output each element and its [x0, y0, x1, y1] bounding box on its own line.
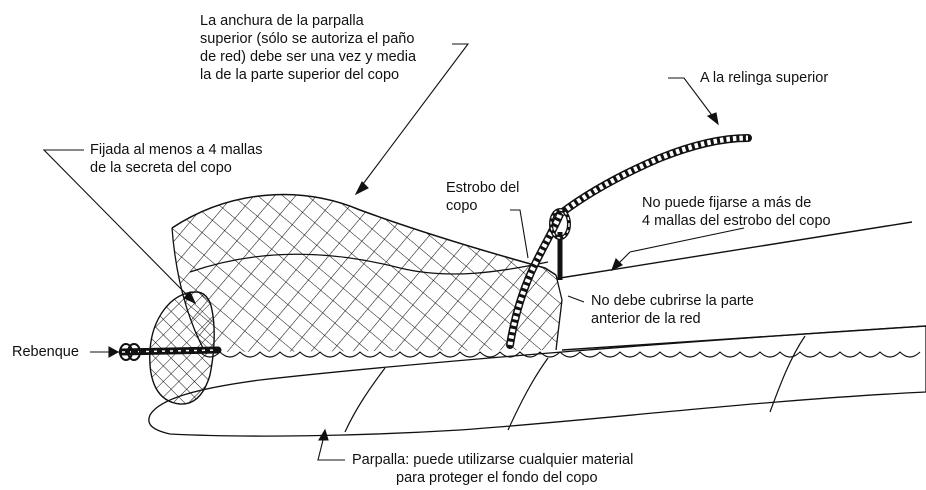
label-line: A la relinga superior — [700, 70, 829, 86]
label-line: Estrobo del — [446, 180, 520, 196]
label-line: de red) debe ser una vez y media — [200, 49, 417, 65]
label-width-note: La anchura de la parpalla superior (sólo… — [200, 12, 416, 84]
label-secured: Fijada al menos a 4 mallas de la secreta… — [90, 141, 262, 177]
label-line: Parpalla: puede utilizarse cualquier mat… — [352, 452, 634, 468]
label-upper-rope: A la relinga superior — [700, 69, 828, 87]
label-line: La anchura de la parpalla — [200, 13, 364, 29]
label-line: la de la parte superior del copo — [200, 67, 400, 83]
codend-outline — [559, 221, 926, 351]
leader-lines — [42, 43, 745, 461]
label-line: Fijada al menos a 4 mallas — [90, 142, 263, 158]
label-line: anterior de la red — [591, 311, 701, 327]
label-max-meshes: No puede fijarse a más de 4 mallas del e… — [642, 194, 831, 230]
label-line: de la secreta del copo — [90, 160, 232, 176]
label-strop: Estrobo del copo — [446, 179, 519, 215]
label-line: No puede fijarse a más de — [642, 195, 812, 211]
strop-loop — [549, 208, 571, 280]
label-line: copo — [446, 198, 478, 214]
codline-rope — [118, 343, 222, 361]
label-line: superior (sólo se autoriza el paño — [200, 31, 415, 47]
label-codline: Rebenque — [12, 343, 79, 361]
label-line: para proteger el fondo del copo — [396, 470, 598, 486]
chafer-body — [148, 325, 926, 437]
scalloped-edge — [199, 351, 921, 358]
label-line: No debe cubrirse la parte — [591, 293, 754, 309]
label-chafer: Parpalla: puede utilizarse cualquier mat… — [352, 451, 633, 487]
label-line: Rebenque — [12, 344, 79, 360]
label-front: No debe cubrirse la parte anterior de la… — [591, 292, 754, 328]
label-line: 4 mallas del estrobo del copo — [642, 213, 831, 229]
